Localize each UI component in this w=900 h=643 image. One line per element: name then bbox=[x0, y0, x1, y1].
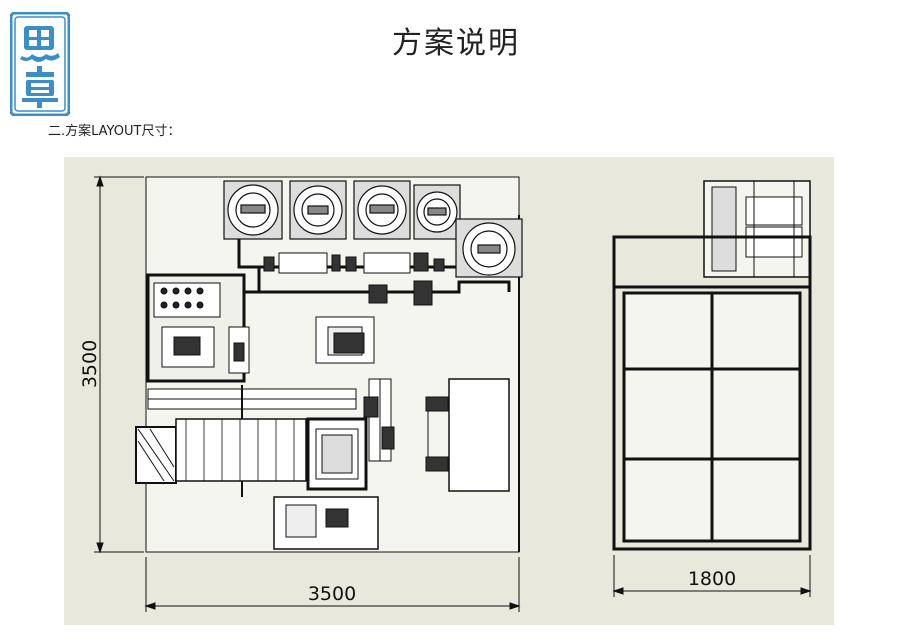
layout-drawing-svg: 3500 3500 180 bbox=[64, 157, 834, 625]
side-view-dimensions bbox=[612, 555, 812, 597]
top-view-width-label: 3500 bbox=[308, 583, 356, 605]
side-view bbox=[612, 180, 812, 551]
side-view-width-label: 1800 bbox=[688, 568, 736, 590]
page-title: 方案说明 bbox=[392, 26, 520, 61]
top-view bbox=[135, 176, 523, 553]
layout-drawing: 3500 3500 180 bbox=[64, 157, 834, 625]
top-view-height-label: 3500 bbox=[79, 340, 101, 388]
company-logo bbox=[9, 11, 71, 117]
top-view-dimensions bbox=[94, 175, 521, 612]
section-heading: 二.方案LAYOUT尺寸： bbox=[48, 124, 181, 139]
